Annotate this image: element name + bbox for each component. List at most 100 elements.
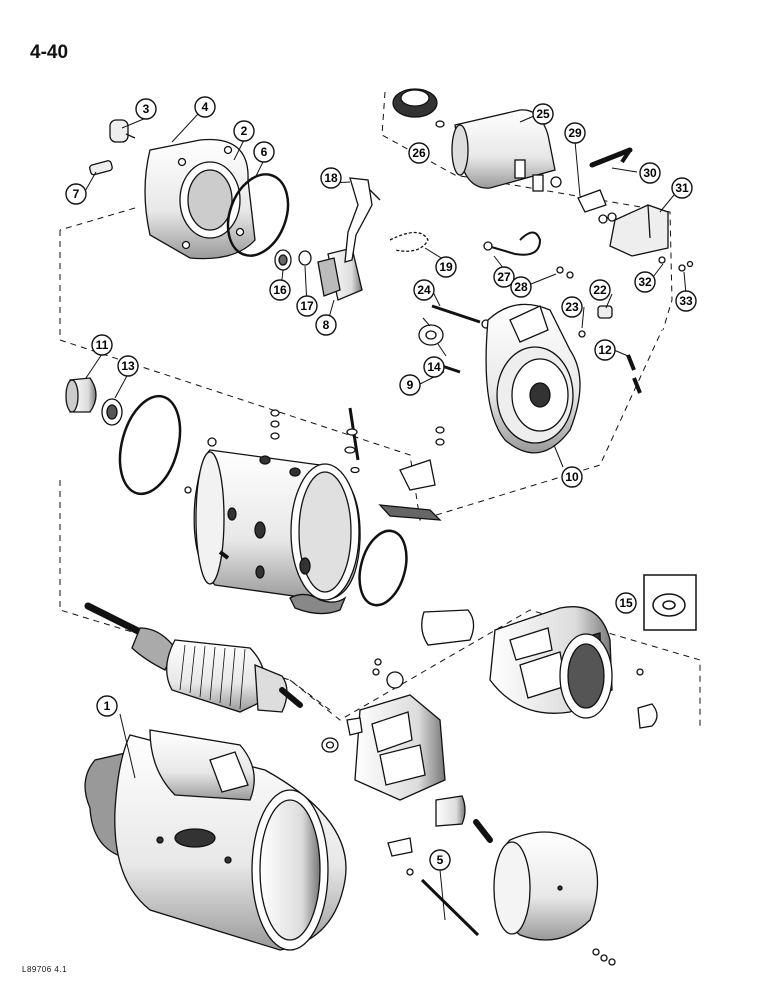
callout-number: 15 [619, 596, 633, 610]
end-frame-group [418, 303, 581, 454]
callout-circle [675, 290, 697, 312]
callout-19: 19 [435, 256, 457, 278]
callout-number: 5 [437, 853, 444, 867]
callout-circle [615, 592, 637, 614]
callout-circle [296, 295, 318, 317]
callout-circle [233, 120, 255, 142]
callout-5: 5 [429, 849, 451, 871]
callout-14: 14 [423, 356, 445, 378]
callout-25: 25 [532, 103, 554, 125]
callout-30: 30 [639, 162, 661, 184]
callout-number: 6 [261, 145, 268, 159]
callout-16: 16 [269, 279, 291, 301]
callout-number: 23 [565, 300, 579, 314]
callout-24: 24 [413, 279, 435, 301]
callout-number: 22 [593, 283, 607, 297]
callout-number: 14 [427, 360, 441, 374]
callout-number: 18 [324, 171, 338, 185]
callout-circle [408, 142, 430, 164]
callout-circle [561, 296, 583, 318]
callout-18: 18 [320, 167, 342, 189]
callout-circle [96, 695, 118, 717]
callout-11: 11 [91, 334, 113, 356]
callout-circle [399, 374, 421, 396]
assembled-starter-group [84, 729, 347, 951]
leader-lines [83, 113, 687, 921]
cable-group [431, 231, 642, 394]
callout-28: 28 [510, 276, 532, 298]
callout-3: 3 [135, 98, 157, 120]
callout-10: 10 [561, 466, 583, 488]
callout-circle [135, 98, 157, 120]
brush-holder-group [421, 606, 658, 729]
callout-circle [594, 339, 616, 361]
callout-33: 33 [675, 290, 697, 312]
callout-number: 19 [439, 260, 453, 274]
bushing-seal-group [65, 377, 182, 496]
callout-circle [510, 276, 532, 298]
callout-number: 30 [643, 166, 657, 180]
callout-26: 26 [408, 142, 430, 164]
callout-number: 8 [323, 318, 330, 332]
callout-8: 8 [315, 314, 337, 336]
callout-circle [253, 141, 275, 163]
callout-13: 13 [117, 355, 139, 377]
washer-inset-box [643, 574, 697, 631]
callout-circle [429, 849, 451, 871]
commutator-housing-group [321, 658, 493, 937]
callout-circle [639, 162, 661, 184]
callout-number: 2 [241, 124, 248, 138]
armature-group [84, 602, 303, 713]
callout-circle [91, 334, 113, 356]
callout-2: 2 [233, 120, 255, 142]
callout-circle [634, 271, 656, 293]
callout-12: 12 [594, 339, 616, 361]
callout-22: 22 [589, 279, 611, 301]
callout-circle [315, 314, 337, 336]
callout-number: 27 [497, 270, 511, 284]
callout-circle [320, 167, 342, 189]
callout-9: 9 [399, 374, 421, 396]
drive-housing-group [89, 119, 429, 301]
callout-31: 31 [671, 177, 693, 199]
callout-circle [117, 355, 139, 377]
end-cover-group [493, 831, 616, 966]
page-number: 4-40 [30, 42, 69, 63]
callout-number: 16 [273, 283, 287, 297]
callout-number: 10 [565, 470, 579, 484]
callout-number: 13 [121, 359, 135, 373]
callout-circle [194, 96, 216, 118]
callout-number: 7 [73, 187, 80, 201]
callout-number: 29 [568, 126, 582, 140]
callout-circle [413, 279, 435, 301]
callout-number: 32 [638, 275, 652, 289]
callout-29: 29 [564, 122, 586, 144]
callout-number: 28 [514, 280, 528, 294]
callout-number: 1 [104, 699, 111, 713]
callout-6: 6 [253, 141, 275, 163]
callout-number: 4 [202, 100, 209, 114]
callout-number: 26 [412, 146, 426, 160]
callout-circle [561, 466, 583, 488]
callout-15: 15 [615, 592, 637, 614]
callout-number: 25 [536, 107, 550, 121]
callout-number: 33 [679, 294, 693, 308]
figure-code: L89706 4.1 [22, 965, 68, 974]
callout-circle [532, 103, 554, 125]
callout-circle [671, 177, 693, 199]
callout-7: 7 [65, 183, 87, 205]
solenoid-group [392, 88, 694, 272]
callout-circle [423, 356, 445, 378]
callout-number: 24 [417, 283, 431, 297]
callout-23: 23 [561, 296, 583, 318]
callout-number: 17 [300, 299, 314, 313]
callout-number: 11 [96, 338, 109, 352]
callout-17: 17 [296, 295, 318, 317]
callout-circle [269, 279, 291, 301]
callout-number: 31 [675, 181, 689, 195]
field-frame-group [184, 407, 445, 615]
callout-1: 1 [96, 695, 118, 717]
callout-number: 3 [143, 102, 150, 116]
callout-circle [435, 256, 457, 278]
